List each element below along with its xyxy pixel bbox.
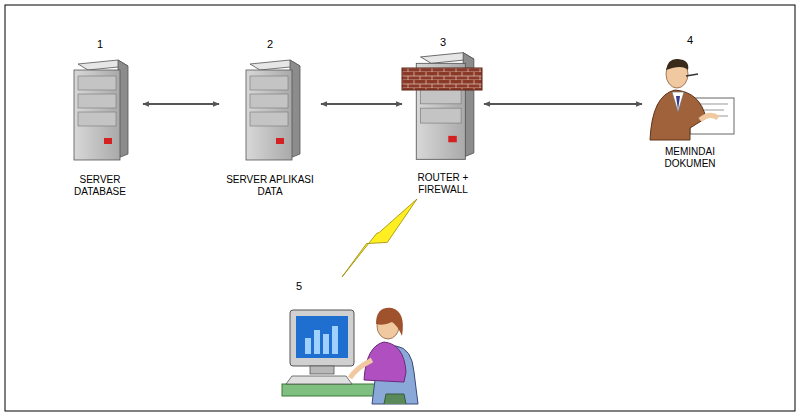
scanning-person-icon bbox=[650, 59, 734, 140]
wireless-link bbox=[342, 199, 417, 277]
router-firewall-icon bbox=[402, 53, 482, 160]
network-arrow bbox=[143, 103, 219, 105]
router-firewall: 3ROUTER + FIREWALL bbox=[405, 36, 481, 196]
document-scanner: 4MEMINDAI DOKUMEN bbox=[645, 34, 735, 170]
node-label: SERVER DATABASE bbox=[65, 174, 135, 198]
callout-number: 5 bbox=[296, 280, 302, 293]
frame bbox=[5, 5, 795, 411]
node-label: SERVER APLIKASI DATA bbox=[222, 174, 318, 198]
application-server: 2SERVER APLIKASI DATA bbox=[222, 38, 318, 198]
callout-number: 2 bbox=[267, 38, 273, 51]
callout-number: 1 bbox=[97, 38, 103, 51]
application-server-icon bbox=[246, 60, 300, 160]
callout-number: 4 bbox=[687, 34, 693, 47]
network-arrow bbox=[484, 103, 642, 105]
network-arrow bbox=[321, 103, 402, 105]
computer-user-icon bbox=[282, 308, 418, 404]
database-server-icon bbox=[74, 60, 128, 160]
callout-number: 3 bbox=[440, 36, 446, 49]
node-label: ROUTER + FIREWALL bbox=[408, 172, 478, 196]
client-workstation: 5 bbox=[272, 280, 427, 406]
node-label: MEMINDAI DOKUMEN bbox=[650, 146, 730, 170]
database-server: 1SERVER DATABASE bbox=[60, 38, 140, 198]
